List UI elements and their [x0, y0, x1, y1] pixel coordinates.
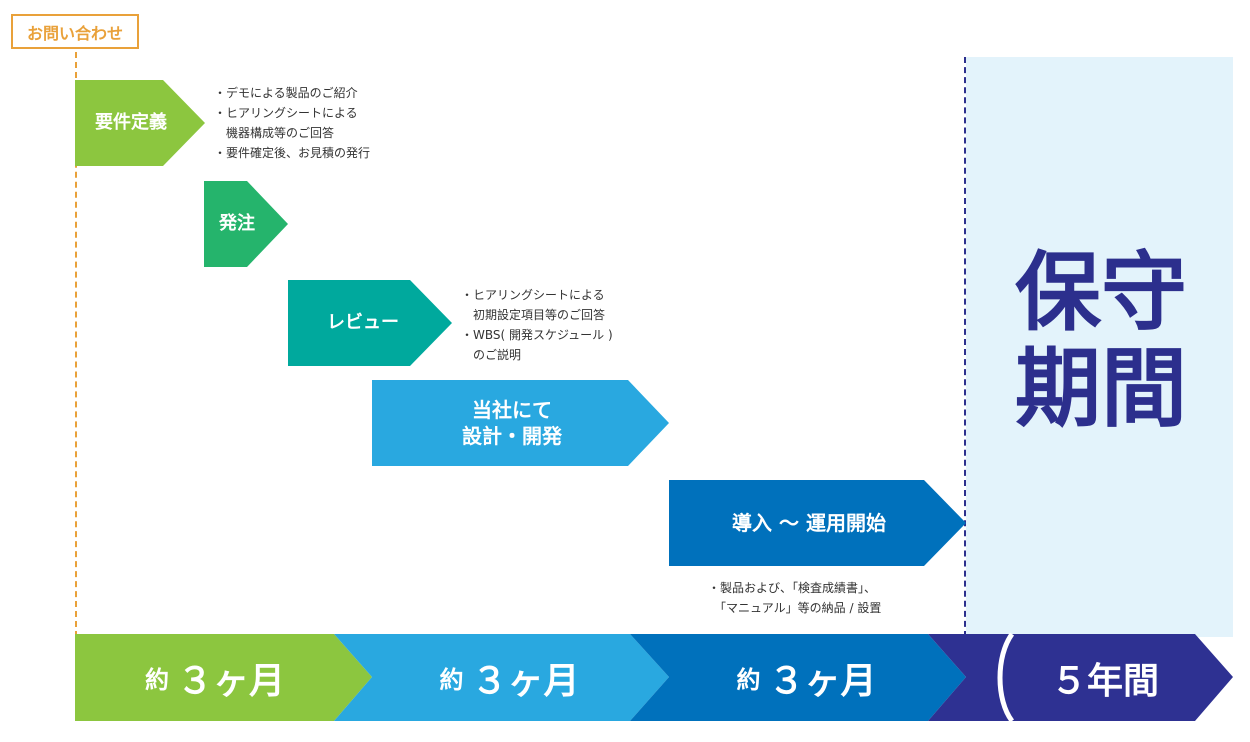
maintenance-dashed-line [964, 57, 966, 637]
step-order-label: 発注 [219, 213, 255, 235]
period-2-value: ３ヶ月 [471, 660, 580, 702]
step-deployment-label: 導入 ～ 運用開始 [732, 511, 886, 535]
step-development-label-1: 当社にて [472, 398, 552, 422]
period-arrow-3 [630, 634, 966, 721]
step-arrow-deployment [669, 480, 966, 566]
note-requirements: ・デモによる製品のご紹介 ・ヒアリングシートによる 機器構成等のご回答 ・要件確… [214, 86, 371, 160]
note-deployment: ・製品および、「検査成績書」、 「マニュアル」等の納品 / 設置 [708, 581, 882, 615]
period-1-value: ３ヶ月 [176, 660, 285, 702]
step-arrow-development [372, 380, 669, 466]
maintenance-title: 保守 期間 [985, 245, 1217, 437]
period-4-value: ５年間 [1050, 660, 1159, 702]
step-development-label-2: 設計・開発 [462, 424, 562, 448]
step-development: 当社にて 設計・開発 [372, 380, 652, 466]
step-deployment: 導入 ～ 運用開始 [669, 480, 949, 566]
step-arrow-order [204, 181, 288, 267]
step-requirements-label: 要件定義 [95, 112, 167, 134]
maintenance-title-line2: 期間 [1015, 339, 1187, 439]
period-3-value: ３ヶ月 [768, 660, 877, 702]
period-arrow-1 [75, 634, 372, 721]
period-wave-divider [997, 632, 1015, 723]
period-arrow-2 [334, 634, 669, 721]
step-review: レビュー [288, 280, 438, 366]
period-2: 約 ３ヶ月 [372, 634, 647, 721]
step-review-label: レビュー [327, 312, 399, 334]
start-dashed-line [75, 52, 77, 637]
step-order: 発注 [204, 181, 270, 267]
maintenance-period-background [966, 57, 1233, 637]
step-arrow-requirements [75, 80, 205, 166]
maintenance-title-line1: 保守 [1015, 243, 1187, 343]
period-4: ５年間 [1010, 634, 1200, 721]
contact-button[interactable]: お問い合わせ [11, 14, 139, 49]
period-3-prefix: 約 [736, 666, 761, 694]
period-2-prefix: 約 [439, 666, 464, 694]
period-1-prefix: 約 [144, 666, 169, 694]
step-arrow-review [288, 280, 452, 366]
period-3: 約 ３ヶ月 [669, 634, 944, 721]
step-requirements: 要件定義 [75, 80, 187, 166]
period-1: 約 ３ヶ月 [75, 634, 355, 721]
note-review: ・ヒアリングシートによる 初期設定項目等のご回答 ・WBS( 開発スケジュール … [461, 288, 613, 362]
